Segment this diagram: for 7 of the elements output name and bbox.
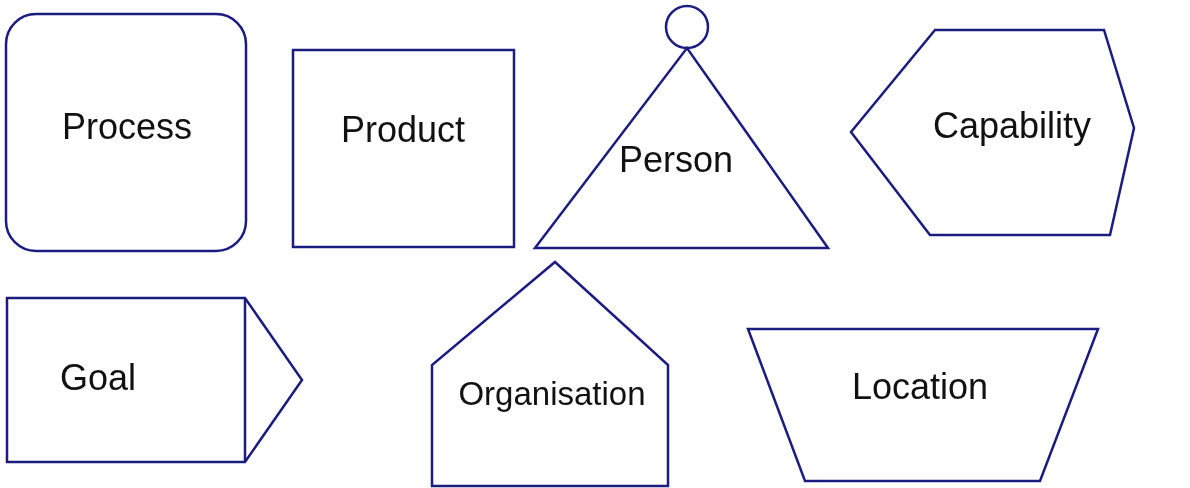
- node-label: Organisation: [458, 375, 646, 413]
- node-label: Goal: [60, 357, 136, 399]
- node-label: Person: [618, 139, 734, 181]
- node-label: Process: [62, 106, 192, 148]
- node-label: Product: [340, 109, 466, 151]
- node-label: Capability: [932, 105, 1092, 147]
- node-label: Location: [851, 366, 989, 408]
